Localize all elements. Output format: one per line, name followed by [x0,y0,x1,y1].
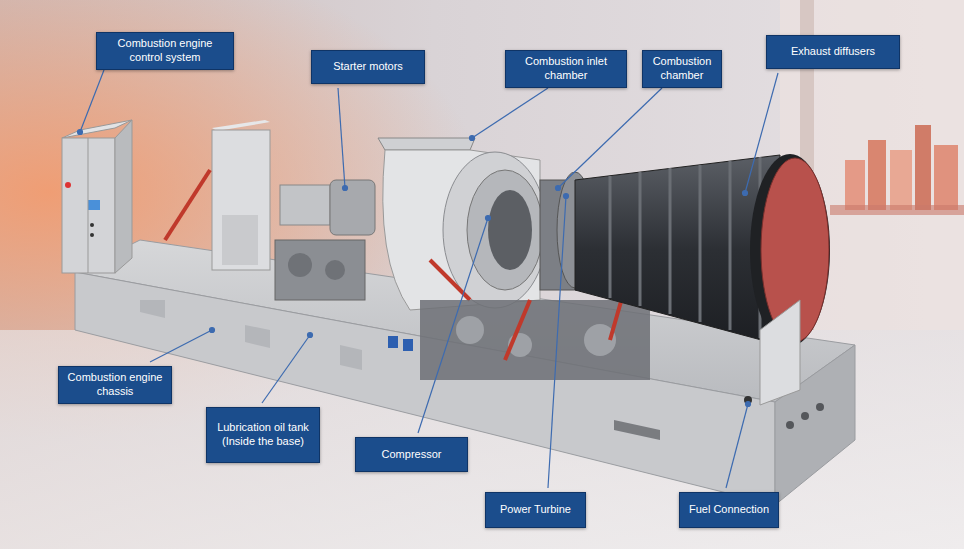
skid-base [140,300,165,318]
starter-motor [330,180,375,235]
enclosure-panel [165,120,270,270]
starter-motor [325,260,345,280]
callout-label: Starter motors [311,50,425,84]
leader-lines [78,70,779,488]
exhaust-diffuser [575,154,830,405]
leader-lines [743,191,748,196]
enclosure-panel [212,130,270,270]
callout-label: Combustion engine chassis [58,366,172,404]
enclosure-panel [212,120,270,131]
skid-base [403,339,413,351]
leader-lines [558,88,662,188]
leader-lines [746,402,751,407]
leader-lines [726,404,748,488]
control-cabinet [90,223,94,227]
label-text: Lubrication oil tank (Inside the base) [213,421,313,449]
skid-base [340,345,362,370]
leader-lines [486,216,491,221]
label-text: Combustion chamber [649,55,715,83]
compressor-inlet [488,190,532,270]
leader-lines [472,88,548,138]
control-cabinet [115,120,132,273]
combustion-section [505,300,530,360]
combustion-section [456,316,484,344]
leader-lines [564,194,569,199]
callout-label: Fuel Connection [679,492,779,528]
starter-motor [288,253,312,277]
leader-lines [745,73,778,193]
leader-lines [262,335,310,403]
exhaust-diffuser [639,172,642,306]
callout-label: Exhaust diffusers [766,35,900,69]
control-cabinet [88,138,89,273]
city-skyline [890,150,912,210]
control-cabinet [62,120,132,273]
label-text: Combustion engine control system [103,37,227,65]
combustion-section [420,300,650,380]
exhaust-diffuser [575,155,780,345]
leader-lines [548,196,566,488]
callout-label: Compressor [355,437,468,472]
city-skyline [845,160,865,210]
compressor-inlet [467,170,543,290]
control-cabinet [88,200,100,210]
skid-base [816,403,824,411]
control-cabinet [65,182,71,188]
leader-lines [80,70,104,132]
control-cabinet [90,233,94,237]
skid-base [388,336,398,348]
exhaust-diffuser [729,161,732,330]
leader-lines [338,88,345,188]
starter-motor [275,240,365,300]
skid-base [801,412,809,420]
exhaust-diffuser [760,300,800,405]
city-skyline [915,125,931,210]
city-skyline [934,145,958,210]
callout-label: Power Turbine [485,492,586,528]
city-skyline [868,140,886,210]
compressor-inlet [378,138,547,310]
leader-lines [556,186,561,191]
city-skyline [830,205,964,215]
leader-lines [470,136,475,141]
leader-lines [418,218,488,433]
label-text: Combustion engine chassis [65,371,165,399]
callout-label: Lubrication oil tank (Inside the base) [206,407,320,463]
label-text: Compressor [382,448,442,462]
leader-lines [308,333,313,338]
compressor-inlet [430,260,470,300]
skid-base [614,420,660,440]
starter-motor [280,185,330,225]
skid-base [786,421,794,429]
leader-lines [343,186,348,191]
leader-lines [210,328,215,333]
exhaust-diffuser [609,176,612,298]
enclosure-panel [165,170,210,240]
skid-base [245,325,270,348]
callout-label: Combustion chamber [642,50,722,88]
exhaust-diffuser [699,165,702,322]
label-text: Starter motors [333,60,403,74]
city-skyline [830,125,964,215]
label-text: Combustion inlet chamber [512,55,620,83]
enclosure-panel [222,215,258,265]
label-text: Exhaust diffusers [791,45,875,59]
control-cabinet [62,138,115,273]
leader-lines [150,330,212,362]
callout-label: Combustion inlet chamber [505,50,627,88]
callout-label: Combustion engine control system [96,32,234,70]
compressor-inlet [443,152,547,308]
compressor-inlet [378,138,475,150]
label-text: Fuel Connection [689,503,769,517]
starter-motor [275,180,375,300]
label-text: Power Turbine [500,503,571,517]
exhaust-diffuser [669,168,672,314]
leader-lines [78,130,83,135]
